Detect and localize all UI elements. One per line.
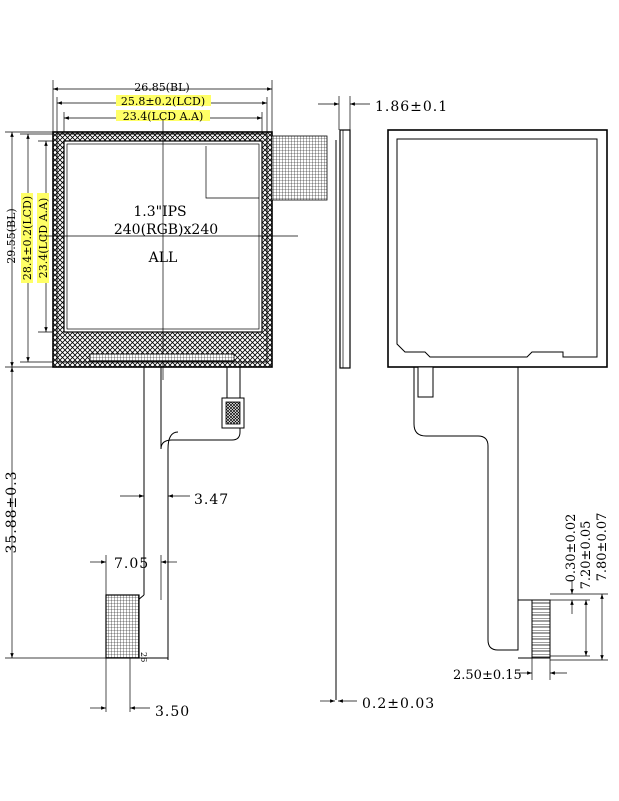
pitch-total-label: 7.20±0.05 bbox=[579, 521, 594, 590]
back-view: 0.30±0.02 7.20±0.05 7.80±0.07 2.50±0.15 bbox=[387, 129, 610, 683]
front-module: 1.3"IPS 240(RGB)x240 ALL bbox=[40, 120, 298, 380]
total-height-label: 35.88±0.3 bbox=[4, 470, 20, 553]
module-thickness-label: 1.86±0.1 bbox=[375, 99, 448, 115]
connector-width-dimension: 3.50 bbox=[90, 658, 190, 720]
width-aa-label: 23.4(LCD A.A) bbox=[123, 110, 204, 123]
width-lcd-label: 25.8±0.2(LCD) bbox=[121, 95, 205, 108]
fpc-offset-label: 7.05 bbox=[114, 556, 149, 572]
width-bl-label: 26.85(BL) bbox=[134, 81, 189, 94]
connector-contacts bbox=[105, 594, 140, 659]
height-lcd-highlight bbox=[21, 193, 33, 283]
back-connector-pins bbox=[531, 599, 551, 659]
height-aa-highlight bbox=[37, 193, 49, 283]
fpc-width-label: 3.47 bbox=[194, 492, 229, 508]
height-lcd-label: 28.4±0.2(LCD) bbox=[21, 196, 34, 280]
pin-label: 26 bbox=[139, 652, 148, 662]
total-height-dimension: 35.88±0.3 bbox=[4, 367, 110, 659]
panel-resolution: 240(RGB)x240 bbox=[114, 222, 218, 238]
front-view: 26.85(BL) 25.8±0.2(LCD) 23.4(LCD A.A) 29… bbox=[4, 80, 328, 720]
side-view: 1.86±0.1 0.2±0.03 bbox=[318, 96, 448, 712]
front-fpc: 26 bbox=[105, 367, 245, 662]
panel-note: ALL bbox=[148, 250, 178, 266]
fpc-thickness-label: 0.2±0.03 bbox=[362, 696, 435, 712]
height-bl-label: 29.55(BL) bbox=[5, 208, 18, 263]
contact-thickness-label: 0.30±0.02 bbox=[564, 514, 579, 583]
height-aa-label: 23.4(LCD A.A) bbox=[37, 198, 50, 279]
adhesive-tab bbox=[271, 135, 328, 201]
width-dimensions: 26.85(BL) 25.8±0.2(LCD) 23.4(LCD A.A) bbox=[52, 80, 273, 145]
width-lcd-highlight bbox=[116, 95, 211, 106]
connector-length-label: 7.80±0.07 bbox=[595, 513, 610, 582]
fpc-tail-width-label: 2.50±0.15 bbox=[453, 668, 522, 683]
height-dimensions: 29.55(BL) 28.4±0.2(LCD) 23.4(LCD A.A) bbox=[5, 131, 66, 368]
width-aa-highlight bbox=[116, 110, 210, 121]
fpc-offset-dimension: 7.05 bbox=[90, 555, 177, 600]
fpc-width-dimension: 3.47 bbox=[120, 492, 229, 508]
connector-width-label: 3.50 bbox=[155, 704, 190, 720]
panel-title: 1.3"IPS bbox=[133, 204, 186, 220]
